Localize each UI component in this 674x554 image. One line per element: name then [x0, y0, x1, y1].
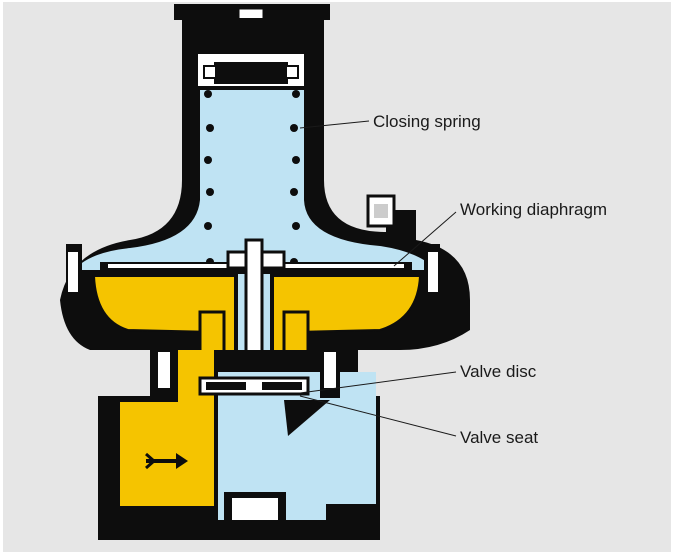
valve-disc-part: [198, 376, 310, 396]
spring-plate: [194, 50, 308, 90]
right-arrow-icon: [145, 452, 188, 470]
valve-disc-label: Valve disc: [460, 362, 537, 381]
body-bolts: [154, 346, 340, 398]
breather-fitting: [366, 194, 396, 228]
top-cap: [174, 4, 330, 32]
valve-seat-label: Valve seat: [460, 428, 539, 447]
working-diaphragm-label: Working diaphragm: [460, 200, 608, 219]
closing-spring-label: Closing spring: [373, 112, 481, 131]
leader-lines: [299, 120, 457, 437]
flange-bolts: [66, 244, 440, 300]
